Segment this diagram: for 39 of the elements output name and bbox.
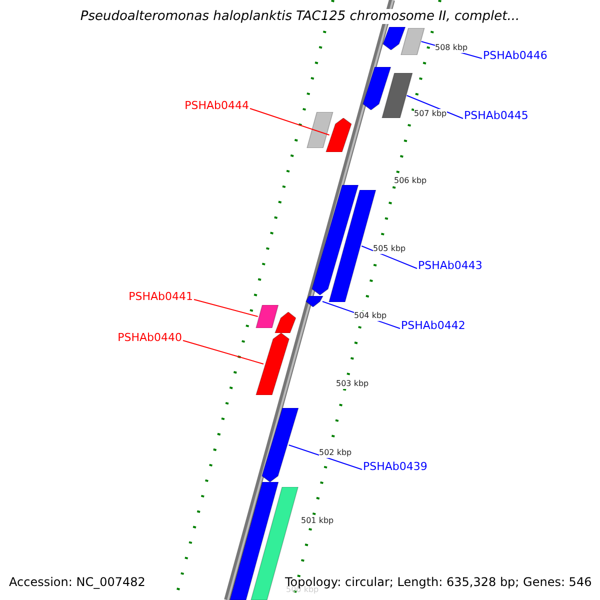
- gene-label: PSHAb0440: [118, 331, 182, 344]
- gene-label: PSHAb0446: [483, 49, 548, 62]
- gene-block: [380, 73, 413, 118]
- leader-line: [406, 95, 464, 119]
- gene-feature: [254, 333, 290, 395]
- gene-feature: [324, 118, 352, 152]
- tick-label: 502 kbp: [319, 448, 352, 458]
- leader-line: [322, 301, 400, 329]
- gene-block: [254, 305, 279, 328]
- gene-block: [400, 28, 425, 55]
- map-title: Pseudoalteromonas haloplanktis TAC125 chromosome II, complet...: [80, 9, 520, 24]
- gene-label: PSHAb0441: [128, 290, 193, 303]
- gene-label: PSHAb0442: [401, 319, 466, 332]
- gene-label: PSHAb0444: [184, 99, 249, 112]
- footer-text: Accession: NC_007482: [9, 575, 146, 589]
- gene-feature: [382, 27, 406, 50]
- leader-line: [182, 340, 264, 364]
- tick-label: 505 kbp: [373, 244, 406, 254]
- leader-line: [420, 41, 482, 59]
- leader-line: [194, 299, 258, 317]
- gene-label: PSHAb0439: [363, 460, 428, 473]
- leader-line: [250, 108, 330, 136]
- tick-label: 508 kbp: [435, 43, 468, 53]
- tick-label: 504 kbp: [354, 311, 387, 321]
- gene-label: PSHAb0445: [464, 109, 528, 122]
- gene-block: [228, 482, 279, 600]
- tick-label: 503 kbp: [336, 379, 369, 389]
- gene-feature: [362, 67, 392, 110]
- tick-label: 507 kbp: [414, 109, 447, 119]
- gene-feature: [260, 408, 299, 482]
- gene-block: [306, 112, 334, 148]
- gene-feature: [274, 312, 296, 333]
- gene-feature: [304, 296, 324, 307]
- gene-label: PSHAb0443: [418, 259, 482, 272]
- leader-line: [288, 444, 362, 470]
- leader-line: [361, 246, 418, 269]
- gene-feature: [310, 185, 359, 295]
- tick-label: 501 kbp: [301, 516, 334, 526]
- tick-label: 506 kbp: [394, 176, 427, 186]
